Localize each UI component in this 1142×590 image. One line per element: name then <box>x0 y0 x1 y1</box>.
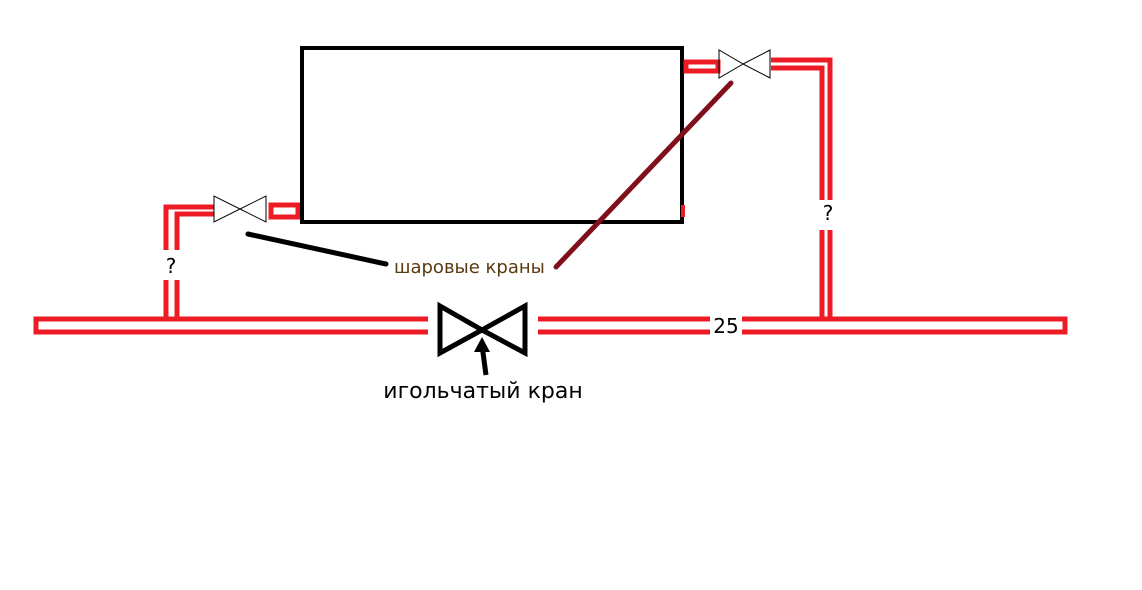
left-nipple <box>268 202 301 220</box>
radiator-red-mark <box>681 205 685 217</box>
right-riser-inner <box>771 65 825 320</box>
left-question-bg <box>160 250 184 280</box>
left-riser-inner <box>174 211 214 319</box>
arrow-head-icon <box>474 337 490 352</box>
right-question-bg <box>815 200 841 230</box>
leader-line-right <box>553 80 734 270</box>
pipe-size-bg <box>710 314 742 336</box>
right-riser-unknown-label: ? <box>823 201 834 225</box>
right-nipple <box>683 59 721 74</box>
pipe-size-label: 25 <box>713 314 738 338</box>
left-ball-valve-icon <box>213 195 267 223</box>
left-riser-unknown-label: ? <box>166 254 177 278</box>
ball-valves-label: шаровые краны <box>394 257 545 278</box>
right-riser-outer <box>771 57 833 320</box>
needle-valve-icon <box>437 301 528 358</box>
main-pipe <box>33 316 1068 335</box>
right-ball-valve-icon <box>718 49 771 79</box>
left-riser-outer <box>163 204 214 319</box>
leader-line-left <box>245 231 389 267</box>
needle-valve-label: игольчатый кран <box>383 379 582 404</box>
